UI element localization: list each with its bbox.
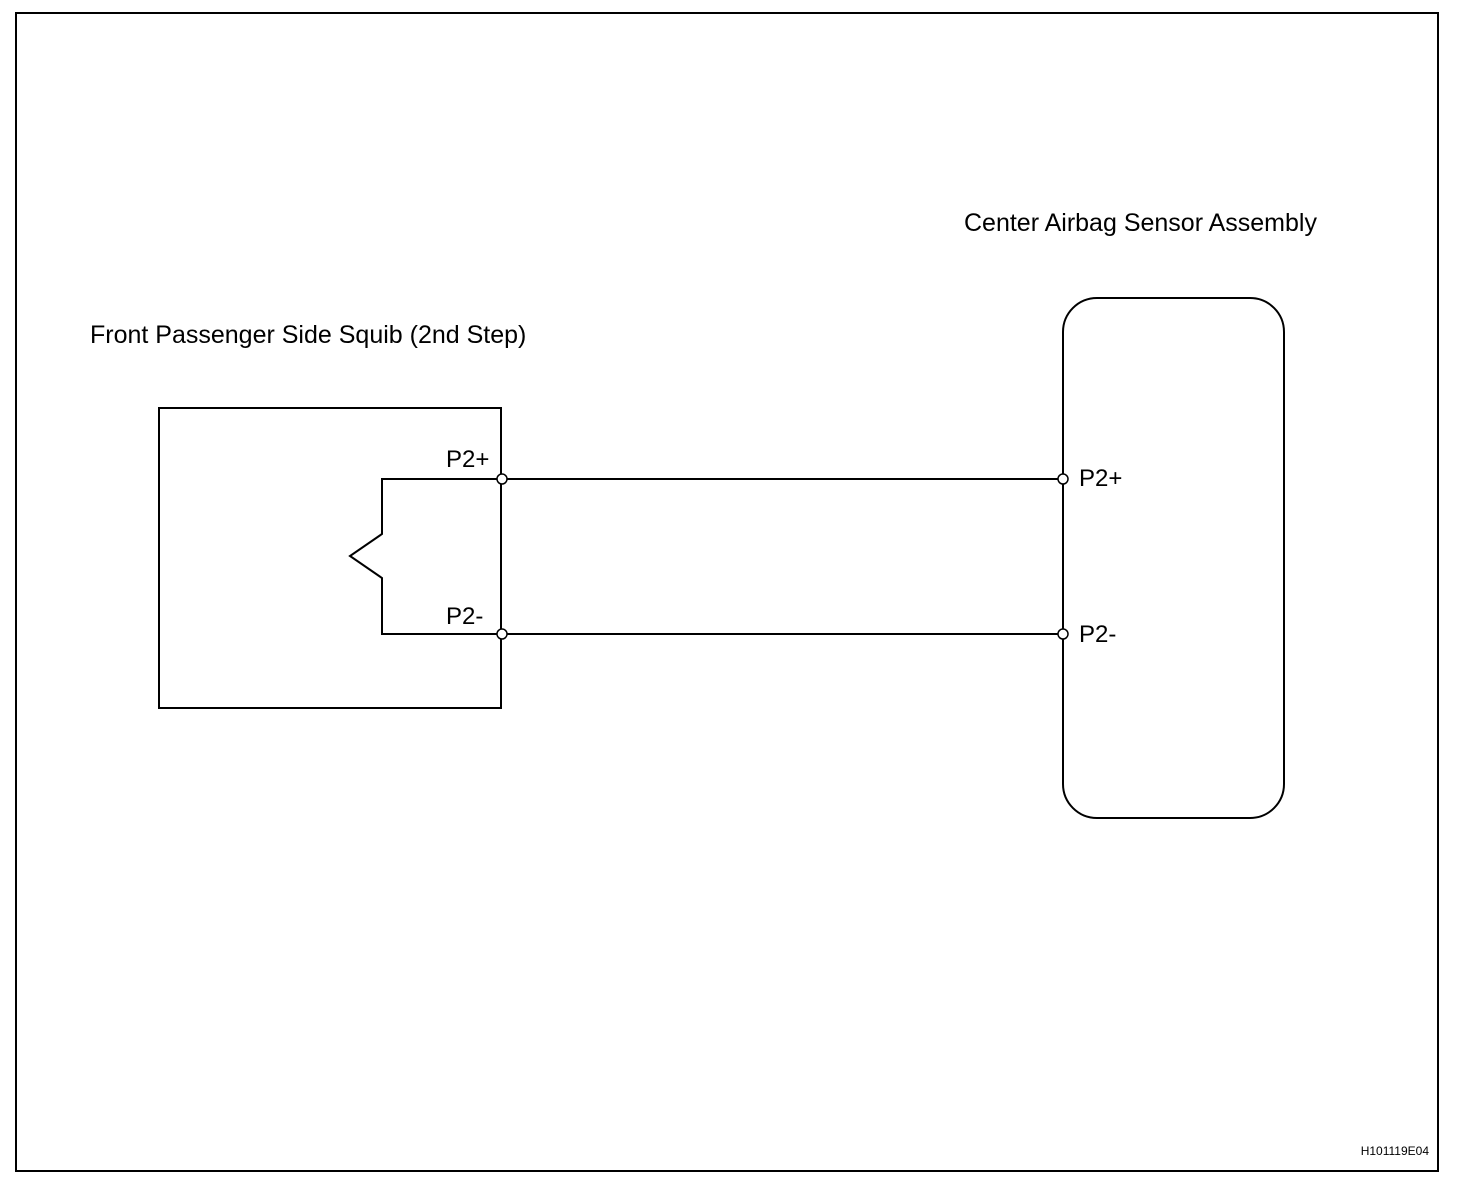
- sensor-title: Center Airbag Sensor Assembly: [964, 209, 1317, 237]
- sensor-box: [1062, 297, 1285, 819]
- sensor-pin-label-p2-minus: P2-: [1079, 621, 1116, 648]
- sensor-terminal-p2-minus: [1057, 628, 1069, 640]
- diagram-frame: [15, 12, 1439, 1172]
- sensor-pin-label-p2-plus: P2+: [1079, 465, 1122, 492]
- squib-box: [158, 407, 502, 709]
- sensor-terminal-p2-plus: [1057, 473, 1069, 485]
- figure-id: H101119E04: [1361, 1144, 1430, 1158]
- squib-terminal-p2-minus: [496, 628, 508, 640]
- squib-element: [348, 478, 501, 635]
- squib-pin-label-p2-minus: P2-: [446, 603, 483, 630]
- squib-title: Front Passenger Side Squib (2nd Step): [90, 321, 526, 349]
- squib-pin-label-p2-plus: P2+: [446, 446, 489, 473]
- squib-terminal-p2-plus: [496, 473, 508, 485]
